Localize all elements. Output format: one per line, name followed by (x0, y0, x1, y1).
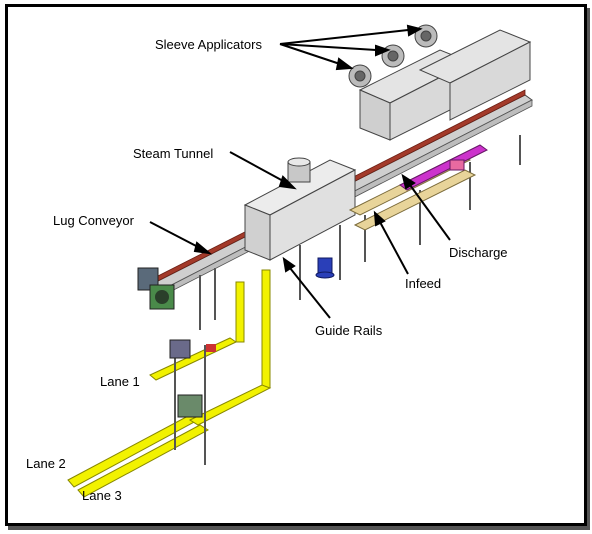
discharge-section (399, 144, 488, 191)
label-lane-3: Lane 3 (82, 488, 122, 503)
lane-3-rail (77, 424, 209, 498)
drive-motor (137, 267, 175, 310)
label-lug-conveyor: Lug Conveyor (53, 213, 134, 228)
label-sleeve-applicators: Sleeve Applicators (155, 37, 262, 52)
sleeve-applicators (348, 24, 532, 141)
label-infeed: Infeed (405, 276, 442, 291)
blue-stand (315, 257, 335, 279)
label-steam-tunnel: Steam Tunnel (133, 146, 214, 161)
yellow-lanes (67, 269, 272, 498)
label-discharge: Discharge (449, 245, 508, 260)
lane-hardware (169, 339, 216, 418)
rail-bend (188, 384, 272, 426)
rail-up-long (261, 269, 271, 391)
lane-1-rail (149, 337, 238, 381)
label-lane-2: Lane 2 (26, 456, 66, 471)
rail-riser (235, 281, 245, 343)
label-guide-rails: Guide Rails (315, 323, 383, 338)
label-lane-1: Lane 1 (100, 374, 140, 389)
callout-arrows (149, 24, 451, 319)
steam-tunnel-box (243, 157, 357, 261)
lane-2-rail (67, 414, 199, 488)
